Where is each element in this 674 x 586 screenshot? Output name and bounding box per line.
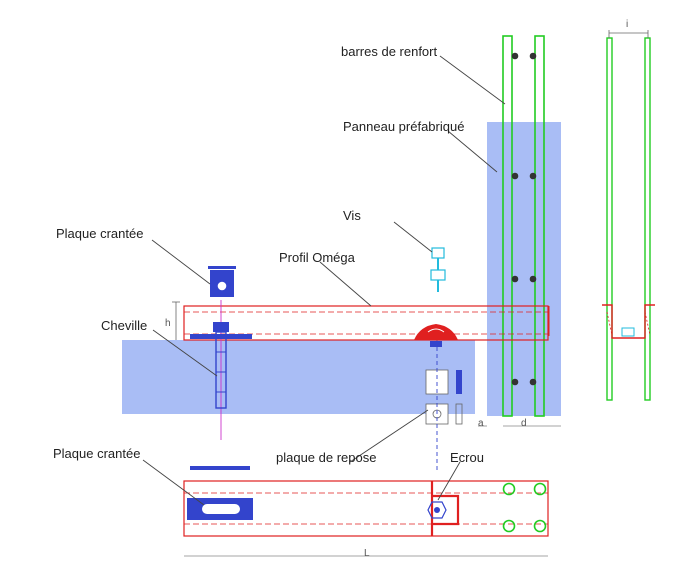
rebar-dot (529, 172, 537, 180)
labels: barres de renfort Panneau préfabriqué Vi… (53, 44, 484, 465)
label-ecrou: Ecrou (450, 450, 484, 465)
plan-nut (427, 501, 447, 519)
anchor-bolt (190, 266, 252, 440)
dim-d: d (521, 418, 527, 429)
leader-profil (319, 261, 372, 307)
nut-on-profile (430, 341, 442, 347)
plan-slot (202, 504, 240, 514)
label-barres-de-renfort: barres de renfort (341, 44, 437, 59)
rebar-bar-left (502, 35, 513, 417)
rebar-dot (511, 52, 519, 60)
rebar-dot (511, 172, 519, 180)
label-panneau-prefabrique: Panneau préfabriqué (343, 119, 464, 134)
label-plaque-crantee-bottom: Plaque crantée (53, 446, 140, 461)
omega-profile: h (165, 301, 549, 347)
plan-rebar-circle (502, 519, 516, 533)
anchor-bolt-nut (213, 322, 229, 332)
omega-shape (414, 324, 458, 340)
side-omega-profile (602, 304, 655, 339)
side-bar-left (606, 37, 613, 401)
omega-profile-outer (183, 305, 549, 341)
dim-a: a (478, 418, 484, 429)
dim-i: i (626, 19, 628, 30)
side-section: i (602, 19, 655, 401)
foundation-slab (122, 340, 475, 470)
plan-rebar-circle (533, 482, 547, 496)
leader-lines (142, 55, 506, 506)
screw-head (431, 247, 445, 259)
plan-view: L (183, 466, 549, 559)
screw (430, 247, 446, 292)
leader-barres (439, 55, 506, 105)
dim-L: L (364, 548, 370, 559)
label-vis: Vis (343, 208, 361, 223)
side-bar-right (644, 37, 651, 401)
leader-vis (393, 221, 433, 253)
slab-body (122, 340, 475, 414)
label-cheville: Cheville (101, 318, 147, 333)
leader-plaque-crantee-bottom (142, 459, 205, 506)
leader-panneau (447, 130, 498, 173)
anchor-bolt-washer (190, 334, 252, 339)
plan-serrated-plate-above (190, 466, 250, 470)
screw-nut (430, 269, 446, 281)
rebar-dot (511, 378, 519, 386)
plan-rebar-circle (502, 482, 516, 496)
plan-omega-connector (430, 481, 460, 536)
rebar-dot (529, 378, 537, 386)
plan-rebar-circle (533, 519, 547, 533)
rebar-dot (529, 52, 537, 60)
leader-ecrou (437, 461, 461, 501)
rebar-dot (529, 275, 537, 283)
leader-cheville (152, 329, 218, 377)
rebar-bar-right (534, 35, 545, 417)
label-profil-omega: Profil Oméga (279, 250, 356, 265)
precast-panel: a d (478, 35, 561, 429)
label-plaque-de-repose: plaque de repose (276, 450, 376, 465)
dim-h: h (165, 318, 171, 329)
repose-plate-side (456, 370, 462, 394)
plan-profile-outer (183, 480, 549, 537)
panel-body (487, 122, 561, 416)
side-screw-head (621, 327, 635, 337)
rebar-dot (511, 275, 519, 283)
leader-plaque-repose (349, 409, 429, 463)
label-plaque-crantee-top: Plaque crantée (56, 226, 143, 241)
leader-plaque-crantee-top (151, 239, 211, 285)
